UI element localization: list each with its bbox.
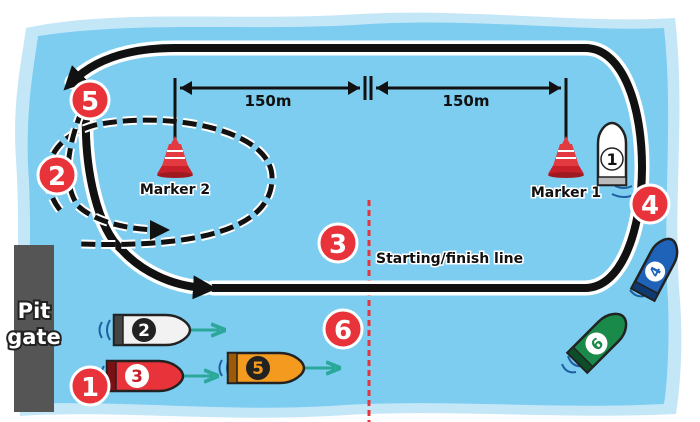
svg-text:2: 2 — [48, 162, 66, 192]
svg-text:6: 6 — [334, 316, 352, 346]
distance-indicator-left: 150m — [173, 76, 367, 142]
boat-2-number: 2 — [138, 321, 150, 341]
boat-6-icon: 6 — [565, 312, 628, 375]
step-badge-6: 6 — [322, 308, 364, 350]
step-badge-5: 5 — [69, 79, 111, 121]
distance-label-left: 150m — [245, 92, 292, 110]
distance-label-right: 150m — [443, 92, 490, 110]
marker-2-label: Marker 2 — [140, 182, 210, 198]
boat-2-icon: 2 — [112, 313, 192, 347]
step-badge-1: 1 — [69, 365, 111, 407]
step-badge-3: 3 — [317, 222, 359, 264]
marker-1-buoy-icon — [548, 136, 584, 178]
marker-1-label: Marker 1 — [531, 185, 601, 201]
boat-5-number: 5 — [252, 359, 264, 379]
boat-1-icon: 1 — [596, 121, 628, 187]
svg-text:1: 1 — [81, 373, 99, 403]
boat-1-number: 1 — [606, 150, 617, 169]
step-badge-2: 2 — [36, 154, 78, 196]
step-badge-4: 4 — [629, 183, 671, 225]
circuit-start-arrow — [81, 108, 217, 300]
pit-gate-label-line2: gate — [7, 325, 60, 349]
start-finish-label: Starting/finish line — [376, 251, 523, 267]
svg-text:5: 5 — [81, 87, 99, 117]
pit-gate — [14, 245, 54, 412]
svg-text:4: 4 — [641, 191, 659, 221]
marker-2-buoy-icon — [157, 136, 193, 178]
boat-4-icon: 4 — [629, 237, 679, 303]
pit-gate-label-line1: Pit — [18, 299, 51, 323]
boat-5-icon: 5 — [226, 351, 306, 385]
distance-indicator-right: 150m — [369, 76, 568, 142]
dashed-loop — [45, 117, 275, 247]
boat-3-number: 3 — [131, 367, 143, 387]
svg-text:3: 3 — [329, 230, 347, 260]
circuit-arrow — [63, 44, 646, 292]
boat-3-icon: 3 — [105, 359, 185, 393]
dashed-approach-arrow — [65, 109, 170, 240]
